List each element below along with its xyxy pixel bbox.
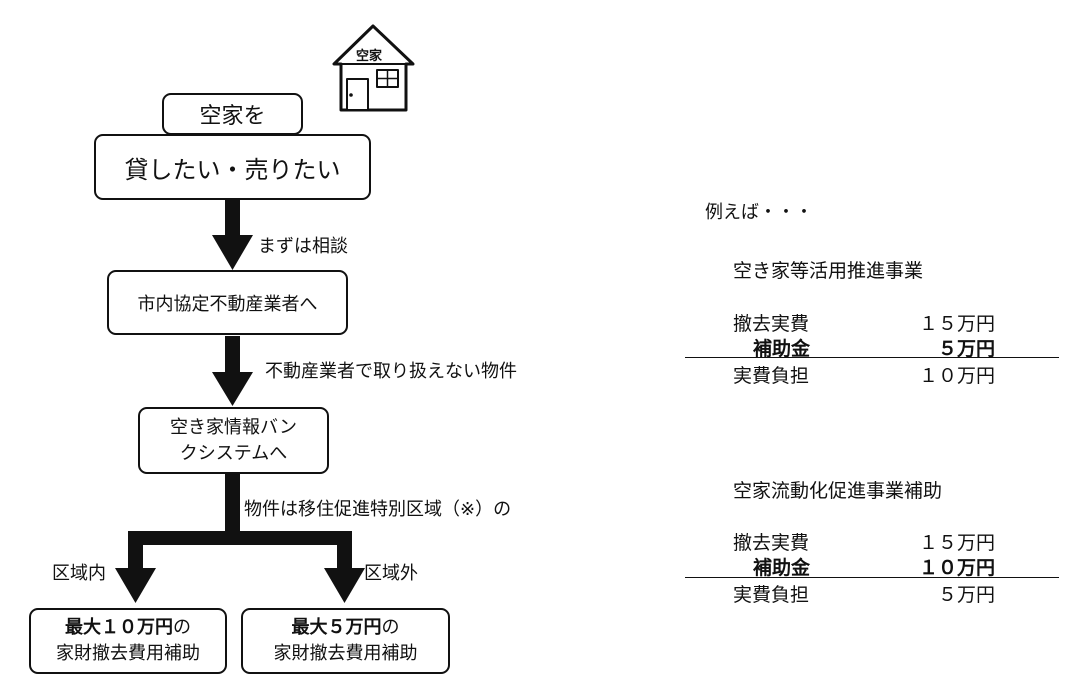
split-left-head	[115, 568, 156, 603]
split-trunk	[225, 474, 240, 534]
example1-row2-value: ５万円	[937, 338, 995, 360]
house-icon	[332, 24, 415, 112]
left-branch-label: 区域内	[52, 563, 106, 584]
box-realtor-text: 市内協定不動産業者へ	[137, 293, 318, 315]
split-left-shaft	[128, 531, 143, 571]
example2-row3-label: 実費負担	[733, 584, 810, 606]
example2-row2-label: 補助金	[753, 557, 811, 579]
split-right-head	[324, 568, 365, 603]
box-max10: 最大１０万円の 家財撤去費用補助	[29, 608, 227, 674]
example2-row2-value: １０万円	[918, 557, 995, 579]
house-icon-label: 空家	[356, 49, 383, 64]
box-max5-amount: 最大５万円	[291, 617, 382, 638]
box-max10-amount: 最大１０万円	[65, 617, 173, 638]
arrow-head-1	[212, 235, 253, 270]
example1-row3-value: １０万円	[918, 365, 995, 387]
example2-title: 空家流動化促進事業補助	[733, 480, 943, 502]
box-max5-suffix: の	[381, 617, 400, 638]
split-right-shaft	[337, 531, 352, 571]
box-max10-line2: 家財撤去費用補助	[56, 643, 200, 664]
right-branch-label: 区域外	[364, 563, 418, 584]
box-akiya-bank: 空き家情報バン クシステムへ	[138, 407, 329, 474]
example2-row3-value: ５万円	[937, 584, 995, 606]
example1-row2-label: 補助金	[753, 338, 811, 360]
arrow-head-2	[212, 372, 253, 406]
main-box-text: 貸したい・売りたい	[124, 155, 341, 184]
box-max5: 最大５万円の 家財撤去費用補助	[241, 608, 450, 674]
top-box-text: 空家を	[199, 104, 266, 129]
example2-row1-value: １５万円	[918, 532, 995, 554]
box-max10-line1: 最大１０万円の	[65, 615, 191, 641]
step2-label: 不動産業者で取り扱えない物件	[265, 361, 517, 382]
arrow-shaft-1	[225, 200, 240, 238]
example1-divider	[685, 357, 1059, 358]
example2-divider	[685, 577, 1059, 578]
box-max5-line1: 最大５万円の	[292, 615, 400, 641]
examples-intro: 例えば・・・	[705, 202, 813, 223]
example1-row3-label: 実費負担	[733, 365, 810, 387]
box-akiya-bank-line1: 空き家情報バン	[170, 416, 297, 438]
arrow-shaft-2	[225, 336, 240, 376]
main-box: 貸したい・売りたい	[94, 134, 371, 200]
box-akiya-bank-line2: クシステムへ	[179, 442, 288, 464]
example1-title: 空き家等活用推進事業	[733, 260, 924, 282]
step3-label: 物件は移住促進特別区域（※）の	[244, 499, 512, 520]
example1-row1-label: 撤去実費	[733, 313, 810, 335]
box-max10-suffix: の	[173, 617, 191, 638]
split-bar	[128, 531, 352, 545]
box-realtor: 市内協定不動産業者へ	[107, 270, 348, 335]
house-door	[346, 78, 369, 111]
example1-row1-value: １５万円	[918, 313, 995, 335]
top-box: 空家を	[162, 93, 303, 135]
box-max5-line2: 家財撤去費用補助	[273, 643, 418, 664]
step1-label: まずは相談	[258, 236, 348, 257]
example2-row1-label: 撤去実費	[733, 532, 810, 554]
door-knob	[349, 93, 353, 97]
